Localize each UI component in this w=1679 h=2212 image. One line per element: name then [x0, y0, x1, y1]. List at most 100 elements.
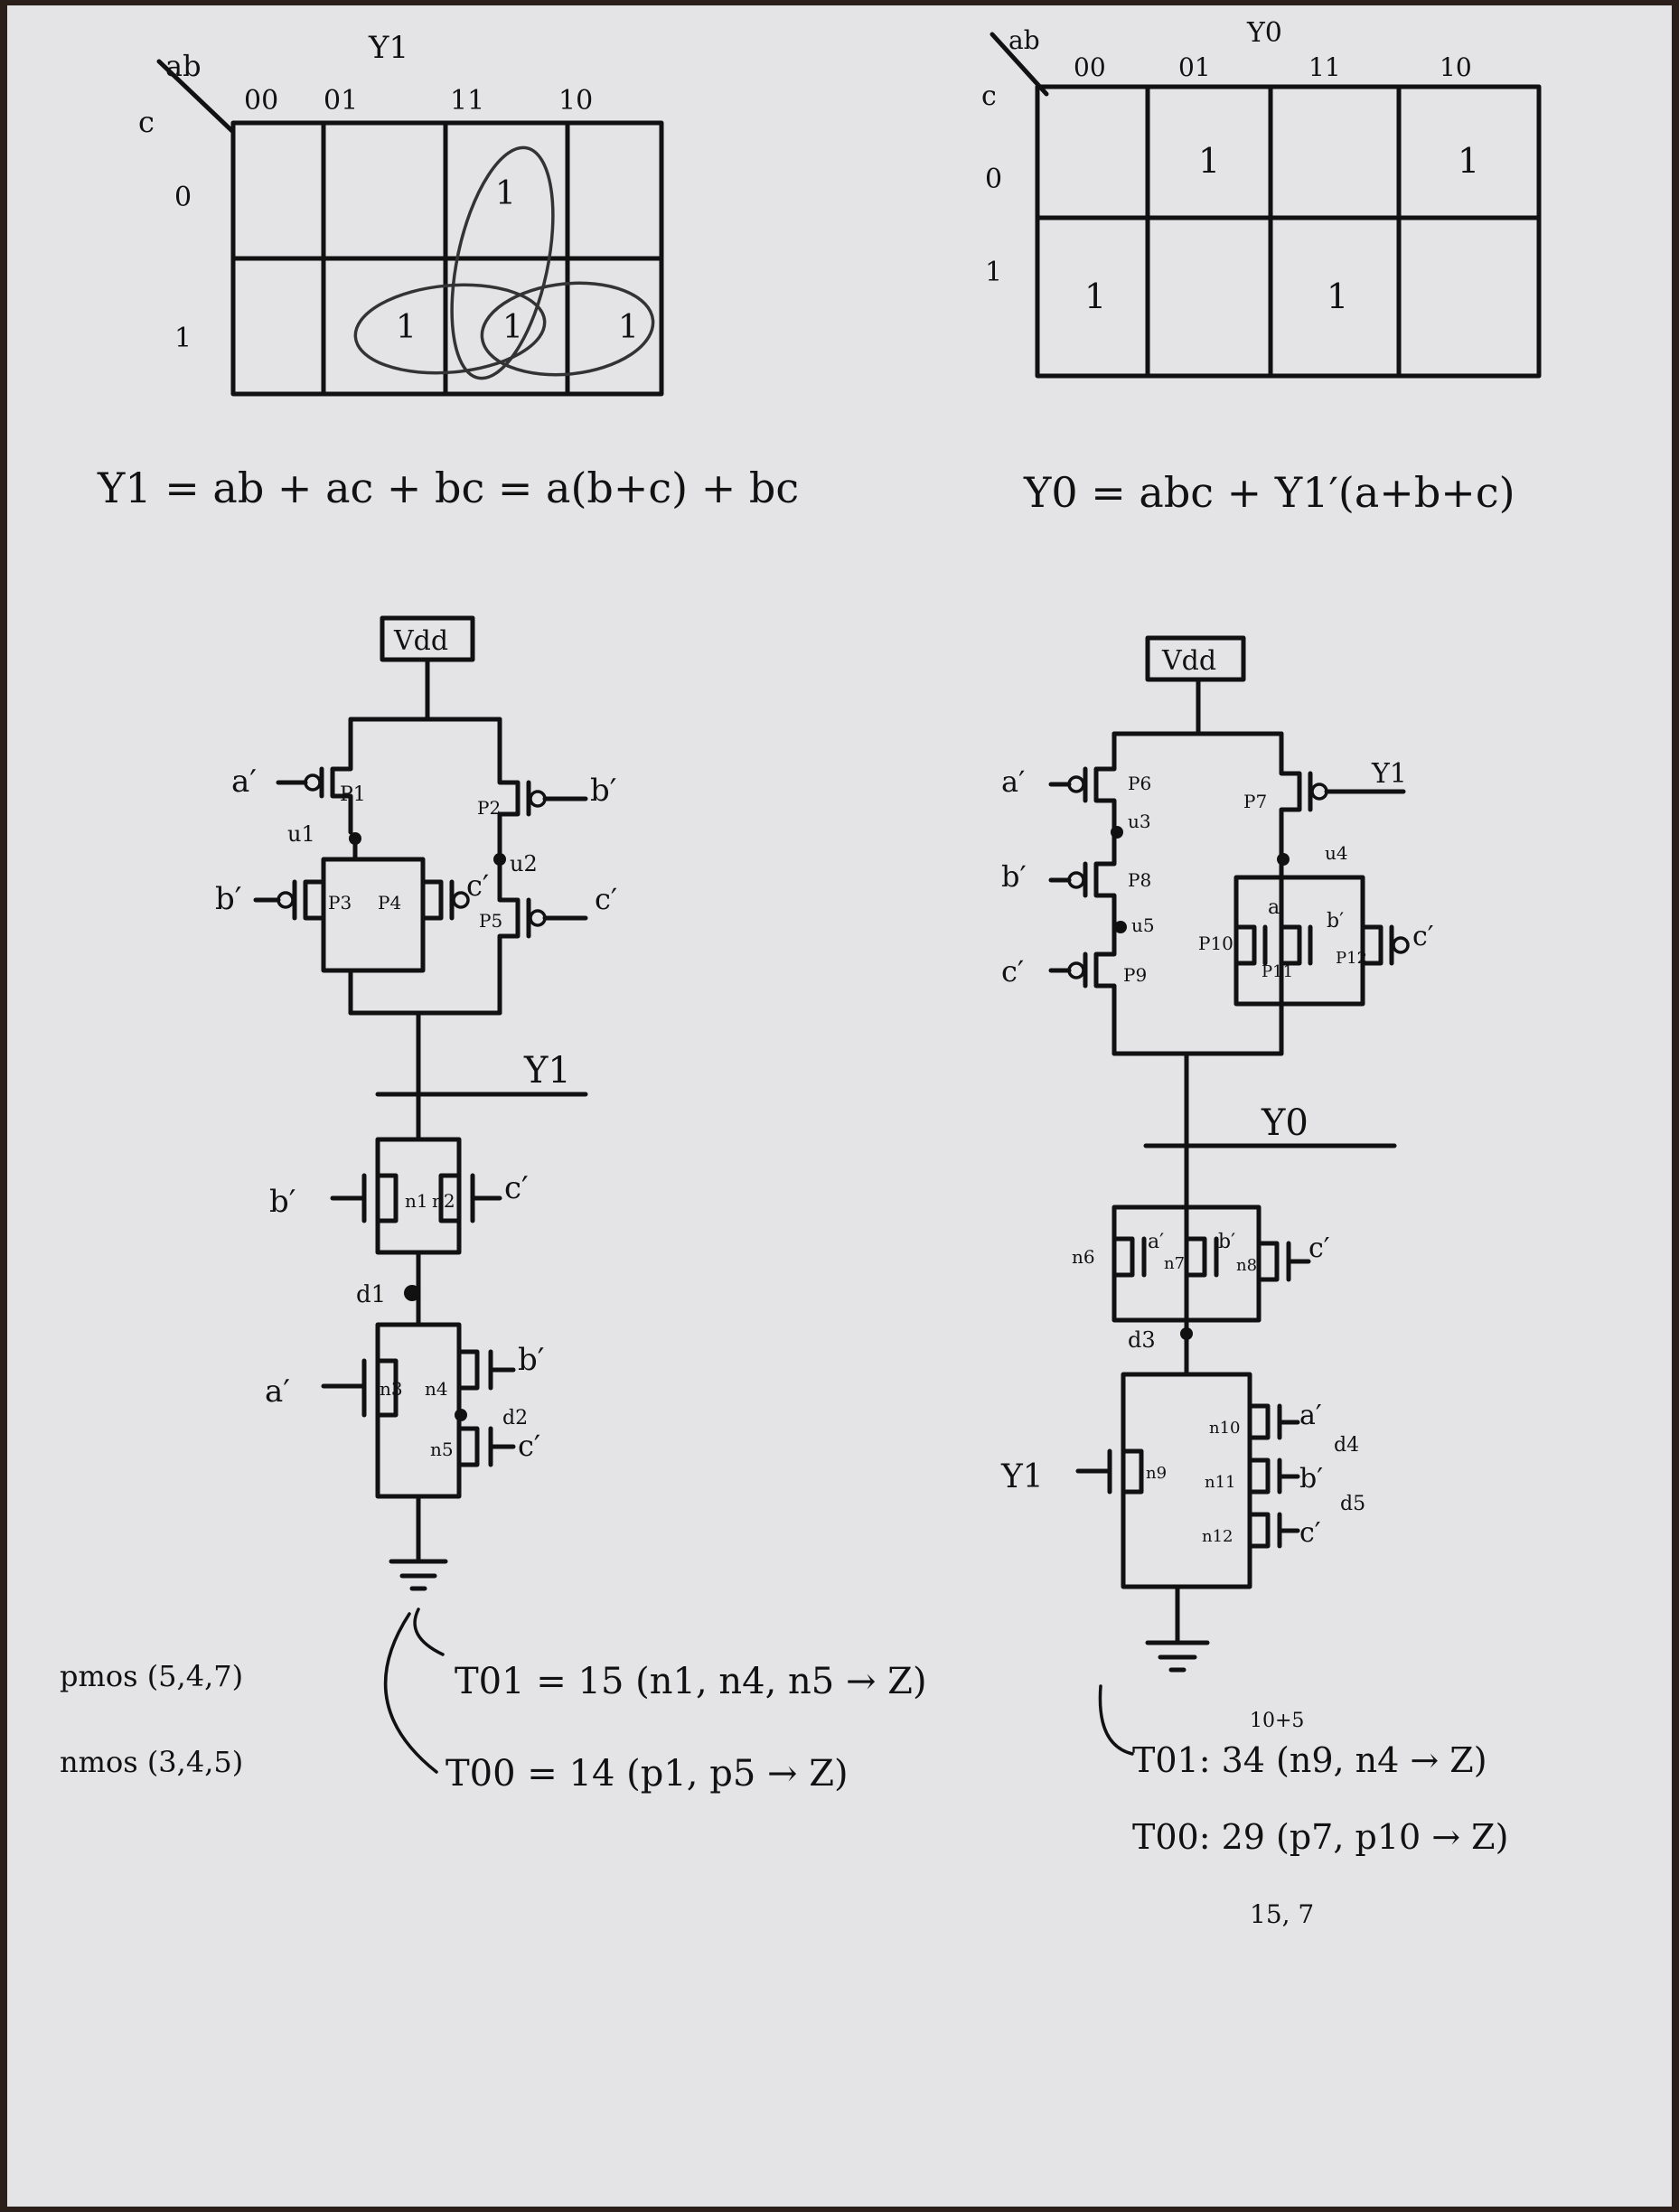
nmos-n8	[1256, 1241, 1280, 1282]
kmap-y0-cell: 1	[1084, 276, 1106, 316]
kmap-y1-cell: 1	[618, 309, 639, 346]
pmos-p12	[1360, 924, 1384, 966]
node-label: d4	[1334, 1434, 1359, 1457]
nmos-n9	[1121, 1448, 1144, 1495]
note-left-t00: T00 = 14 (p1, p5 → Z)	[446, 1753, 849, 1795]
vdd-box	[1145, 635, 1246, 682]
nmos-n12	[1247, 1512, 1271, 1549]
cmos-circuit-y1: Vdd a′ P1 u1 b′ P3 c′ P4 b′ P2 u2	[215, 615, 617, 1591]
transistor-label: P1	[340, 783, 366, 806]
gate-input-label: c′	[1412, 921, 1434, 952]
kmap-y1-row-header: 1	[174, 323, 192, 354]
transistor-label: P8	[1128, 869, 1151, 891]
gate-input-label: b′	[518, 1342, 544, 1378]
nmos-n3	[375, 1358, 399, 1418]
nmos-n7	[1184, 1236, 1207, 1278]
nmos-n5	[456, 1426, 480, 1467]
kmap-y1-group-loop	[450, 145, 555, 380]
pmos-p7	[1279, 731, 1302, 862]
kmap-y1-corner-diagonal	[156, 59, 236, 135]
circuit-drawing: ab c Y1 00 01 11 10 0 1 1 1 1 1 ab c Y0 …	[60, 17, 1542, 1929]
parallel-block	[321, 836, 426, 973]
pmos-p2	[497, 717, 521, 862]
note-pmos: pmos (5,4,7)	[60, 1659, 243, 1693]
gate-input-label: a′	[1299, 1400, 1322, 1431]
note-nmos: nmos (3,4,5)	[60, 1745, 243, 1779]
pmos-p9	[1093, 924, 1117, 1056]
kmap-y1-corner-top: ab	[165, 49, 202, 83]
node-label: u4	[1325, 842, 1348, 864]
kmap-y0-cell: 1	[1198, 141, 1220, 181]
transistor-label: n2	[432, 1190, 455, 1212]
kmap-y0-cell: 1	[1458, 141, 1479, 181]
kmap-y0-row-header: 0	[985, 164, 1002, 195]
kmap-y1-col-header: 01	[324, 85, 358, 117]
kmap-y0-corner-left: c	[981, 80, 997, 112]
node-label: u2	[510, 851, 538, 876]
transistor-label: P4	[378, 892, 401, 914]
gate-input-label: c′	[1001, 954, 1024, 989]
pmos-p11	[1279, 924, 1302, 966]
pmos-p6	[1093, 731, 1117, 835]
transistor-label: P9	[1123, 964, 1147, 986]
transistor-label: n12	[1202, 1527, 1233, 1546]
kmap-y1-row-header: 0	[174, 182, 192, 213]
pmos-bubble	[1392, 936, 1410, 954]
cmos-circuit-y0: Vdd a′ P6 u3 b′ P8 u5 c′ P9 Y1 P7 u4	[1000, 635, 1434, 1673]
kmap-y0-col-header: 10	[1440, 52, 1472, 82]
node-dot	[1180, 1327, 1193, 1340]
transistor-label: P10	[1198, 933, 1233, 954]
note-right-t00-annotation: 15, 7	[1250, 1899, 1314, 1929]
transistor-label: n6	[1072, 1246, 1095, 1268]
gate-input-label: c′	[504, 1170, 529, 1206]
transistor-label: n10	[1209, 1419, 1241, 1438]
gate-input-label: b′	[1299, 1463, 1323, 1495]
gate-input-label: a′	[1268, 896, 1284, 919]
node-dot	[455, 1409, 467, 1421]
gate-input-label: b′	[1001, 859, 1027, 894]
kmap-y0-row-header: 1	[985, 257, 1002, 288]
gate-input-label: c′	[595, 882, 617, 916]
gate-input-label: b′	[269, 1184, 295, 1220]
note-right-t01-annotation: 10+5	[1250, 1710, 1304, 1732]
transistor-label: P2	[477, 797, 501, 819]
nmos-n10	[1247, 1403, 1271, 1440]
gate-input-label: Y1	[1000, 1458, 1044, 1495]
pmos-p1	[330, 717, 353, 835]
kmap-y1-cell: 1	[396, 309, 417, 346]
nmos-n6	[1112, 1236, 1135, 1278]
gate-input-label: c′	[1308, 1233, 1330, 1264]
kmap-y0-corner-diagonal	[990, 32, 1049, 97]
kmap-y1-cell: 1	[495, 175, 516, 212]
transistor-label: P7	[1243, 791, 1267, 812]
node-label: d1	[356, 1281, 386, 1308]
node-label: u3	[1128, 811, 1151, 832]
nmos-n11	[1247, 1457, 1271, 1495]
gate-input-label: b′	[1327, 910, 1344, 933]
transistor-label: n8	[1236, 1256, 1257, 1275]
node-label: d3	[1128, 1327, 1156, 1353]
node-dot	[404, 1285, 420, 1301]
gate-input-label: c′	[1299, 1517, 1321, 1549]
kmap-y1-group-loop	[353, 283, 547, 375]
output-label: Y0	[1261, 1102, 1308, 1144]
kmap-y0-col-header: 01	[1178, 52, 1211, 82]
pmos-p10	[1233, 924, 1257, 966]
transistor-label: P12	[1336, 949, 1367, 968]
kmap-y1-title: Y1	[368, 30, 408, 66]
note-right-t00: T00: 29 (p7, p10 → Z)	[1132, 1817, 1508, 1857]
transistor-label: P11	[1262, 962, 1293, 981]
node-label: u5	[1131, 914, 1155, 936]
kmap-y1-col-header: 10	[558, 85, 593, 117]
transistor-label: n7	[1164, 1254, 1185, 1273]
kmap-y1-corner-left: c	[138, 105, 155, 139]
node-label: d2	[502, 1407, 528, 1429]
vdd-label: Vdd	[393, 625, 448, 657]
kmap-y0-title: Y0	[1246, 17, 1282, 49]
parallel-block	[1121, 1372, 1252, 1589]
node-label: u1	[287, 821, 315, 847]
kmap-y0-corner-top: ab	[1008, 25, 1040, 55]
output-label: Y1	[523, 1050, 571, 1092]
node-dot	[1114, 921, 1127, 933]
gate-input-label: Y1	[1371, 758, 1407, 790]
